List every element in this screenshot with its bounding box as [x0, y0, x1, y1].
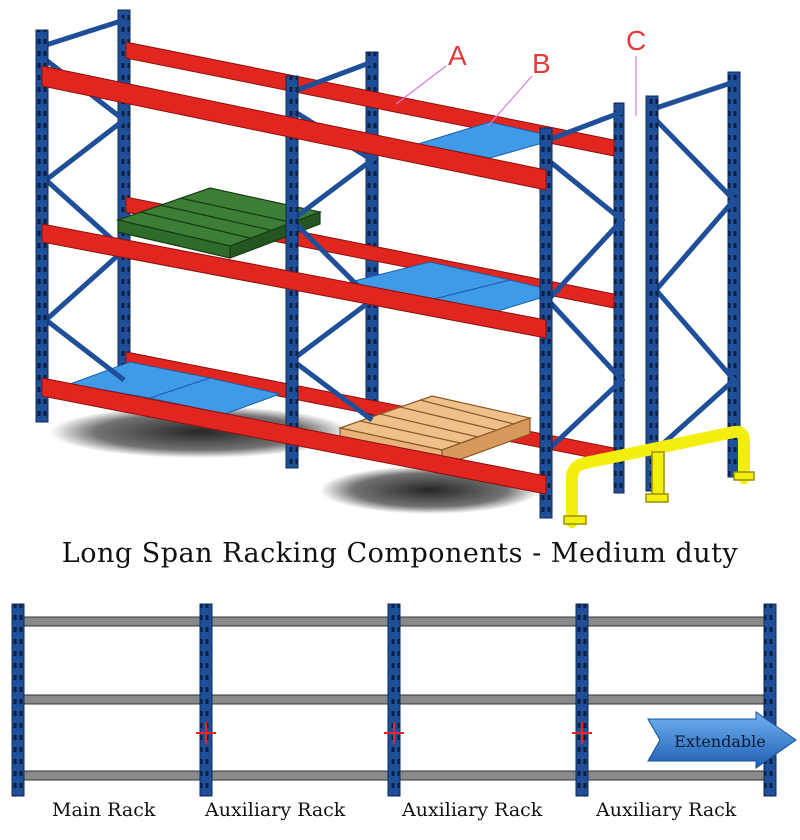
beam-a: [41, 65, 547, 191]
front-beams: [41, 65, 547, 495]
wooden-pallet: [337, 395, 533, 467]
extendable-label: Extendable: [674, 732, 766, 751]
connector-marks: [196, 722, 592, 744]
diagram-caption: Long Span Racking Components - Medium du…: [61, 538, 739, 569]
guard-rail: [563, 425, 755, 528]
rack-label-auxiliary-3: Auxiliary Rack: [596, 799, 737, 821]
rack-label-auxiliary-2: Auxiliary Rack: [402, 799, 543, 821]
callout-c: C: [626, 25, 646, 56]
front-elevation: Extendable: [11, 603, 797, 797]
isometric-rack: A B C: [35, 9, 755, 528]
callout-b: B: [532, 48, 551, 79]
extendable-arrow-icon: [647, 711, 797, 769]
green-pallet: [115, 187, 323, 259]
callout-leaders: [395, 56, 637, 127]
rack-label-auxiliary-1: Auxiliary Rack: [205, 799, 346, 821]
floor-shadow: [50, 406, 350, 458]
callout-a: A: [448, 40, 467, 71]
back-uprights: [117, 9, 741, 494]
rack-label-main: Main Rack: [52, 799, 156, 821]
